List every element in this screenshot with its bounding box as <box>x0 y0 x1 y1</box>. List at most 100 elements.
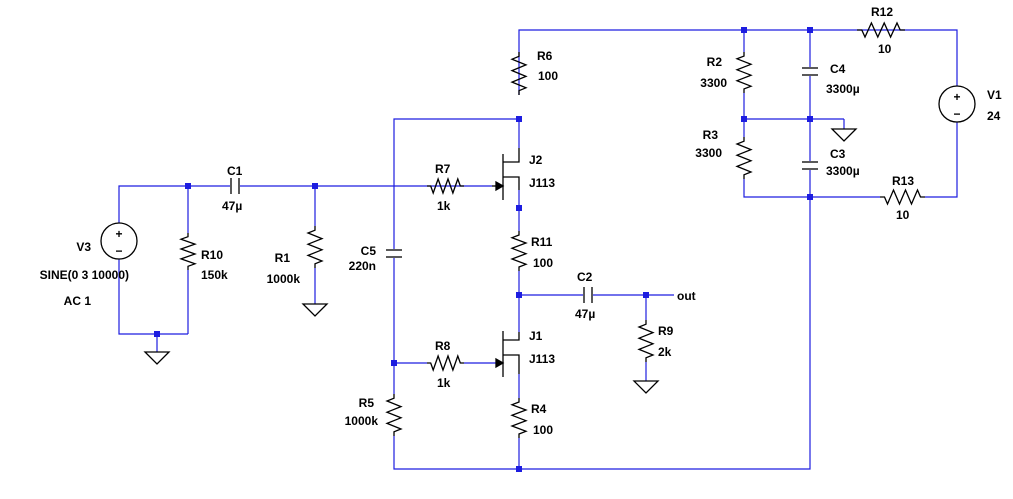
junction <box>516 292 522 298</box>
jfet-j1 <box>495 331 520 377</box>
r6-value-label: 100 <box>538 69 558 83</box>
junction <box>807 194 813 200</box>
capacitor-c3 <box>802 161 818 170</box>
resistor-r9 <box>637 320 655 362</box>
c4-value-label: 3300µ <box>826 82 860 96</box>
junction <box>807 27 813 33</box>
r6-name-label: R6 <box>537 49 553 63</box>
r7-name-label: R7 <box>435 162 451 176</box>
r8-value-label: 1k <box>437 376 451 390</box>
v3-name-label: V3 <box>76 240 91 254</box>
j1-value-label: J113 <box>529 352 555 366</box>
capacitor-c1 <box>230 178 240 194</box>
junction <box>516 205 522 211</box>
junction <box>643 292 649 298</box>
wire-r13-to-v1 <box>925 122 958 198</box>
r13-value-label: 10 <box>896 208 910 222</box>
resistor-r10 <box>179 233 197 270</box>
wire-bottom-rail <box>393 197 811 470</box>
r11-value-label: 100 <box>533 256 553 270</box>
plus-sign: + <box>953 90 960 104</box>
resistor-r1 <box>306 226 324 268</box>
ground-symbols <box>143 128 858 394</box>
resistor-r11 <box>510 231 528 271</box>
r5-name-label: R5 <box>359 396 375 410</box>
r13-name-label: R13 <box>892 174 914 188</box>
r1-name-label: R1 <box>275 251 291 265</box>
r11-name-label: R11 <box>531 235 553 249</box>
c5-name-label: C5 <box>361 244 377 258</box>
minus-sign: − <box>953 107 960 121</box>
wire-r3-bottom <box>743 179 880 198</box>
ground-symbol <box>143 351 171 365</box>
v1-name-label: V1 <box>987 88 1002 102</box>
r1-value-label: 1000k <box>267 272 301 286</box>
out-net-label: out <box>677 289 696 303</box>
junction <box>154 331 160 337</box>
plus-sign: + <box>115 227 122 241</box>
j2-name-label: J2 <box>529 153 543 167</box>
junction <box>516 116 522 122</box>
c5-value-label: 220n <box>349 259 376 273</box>
capacitor-c2 <box>583 287 593 303</box>
resistor-r3 <box>735 137 753 179</box>
component-labels: C1 47µ R10 150k R1 1000k V3 SINE(0 3 100… <box>40 5 1002 437</box>
junctions <box>154 27 813 472</box>
resistor-r7 <box>427 177 464 195</box>
c2-value-label: 47µ <box>575 307 595 321</box>
jfet-j2 <box>492 148 520 200</box>
resistor-r8 <box>427 354 464 372</box>
c2-name-label: C2 <box>577 270 593 284</box>
resistor-r4 <box>510 398 528 438</box>
r3-name-label: R3 <box>703 128 719 142</box>
ground-symbol <box>301 303 329 317</box>
r12-value-label: 10 <box>878 42 892 56</box>
resistors <box>179 21 925 438</box>
voltage-source-v1: + − <box>938 85 976 123</box>
resistor-r12 <box>857 21 905 39</box>
r9-name-label: R9 <box>658 324 674 338</box>
r5-value-label: 1000k <box>345 414 379 428</box>
resistor-r2 <box>735 52 753 93</box>
junction <box>391 360 397 366</box>
junction <box>516 466 522 472</box>
capacitors <box>230 67 818 303</box>
capacitor-c5 <box>386 249 402 258</box>
wire-v3-to-c1 <box>118 185 230 223</box>
r2-value-label: 3300 <box>700 76 727 90</box>
resistor-r13 <box>880 188 925 206</box>
wire-v3-bottom <box>118 259 188 335</box>
minus-sign: − <box>115 244 122 258</box>
ground-symbol <box>632 380 660 394</box>
junction <box>741 116 747 122</box>
voltage-source-v3: + − <box>100 222 138 260</box>
resistor-r5 <box>385 394 403 436</box>
c4-name-label: C4 <box>830 62 846 76</box>
v3-ac-label: AC 1 <box>64 294 92 308</box>
j2-value-label: J113 <box>529 176 555 190</box>
v3-value-label: SINE(0 3 10000) <box>40 268 129 282</box>
c1-value-label: 47µ <box>222 199 242 213</box>
junction <box>312 183 318 189</box>
capacitor-c4 <box>802 67 818 76</box>
r12-name-label: R12 <box>871 5 893 19</box>
c3-value-label: 3300µ <box>826 164 860 178</box>
c3-name-label: C3 <box>830 147 846 161</box>
v1-value-label: 24 <box>987 109 1001 123</box>
ground-symbol <box>830 128 858 142</box>
r3-value-label: 3300 <box>695 146 722 160</box>
junction <box>741 27 747 33</box>
junction <box>807 116 813 122</box>
r9-value-label: 2k <box>658 345 672 359</box>
r8-name-label: R8 <box>435 339 451 353</box>
r2-name-label: R2 <box>707 55 723 69</box>
r10-value-label: 150k <box>201 268 228 282</box>
r4-name-label: R4 <box>531 402 547 416</box>
resistor-r6 <box>510 52 528 95</box>
wire-c5-top <box>393 118 519 249</box>
junction <box>185 183 191 189</box>
r4-value-label: 100 <box>533 423 553 437</box>
r10-name-label: R10 <box>201 248 223 262</box>
r7-value-label: 1k <box>437 199 451 213</box>
